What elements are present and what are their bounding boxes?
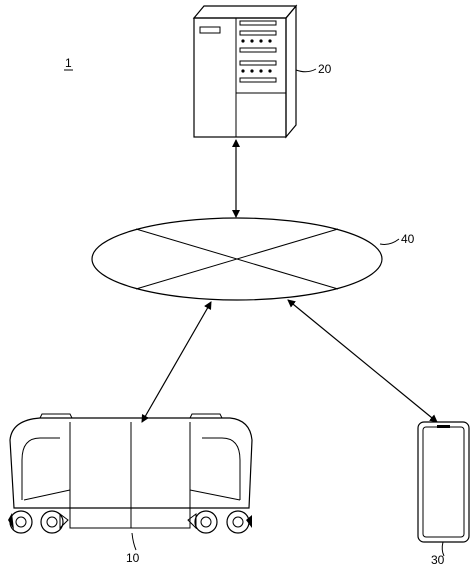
network-ellipse [91, 217, 383, 301]
network [91, 217, 383, 301]
server [192, 4, 298, 139]
terminal [417, 421, 470, 543]
network-cross-line-2 [135, 228, 339, 290]
server-front-face [193, 17, 287, 138]
network-terminal-arrow [287, 299, 438, 423]
server-side-face [285, 4, 297, 139]
vehicle-reference-label: 10 [126, 551, 140, 565]
network-reference-label: 40 [401, 232, 415, 246]
vehicle-door [69, 508, 191, 529]
network-vehicle-arrow [141, 301, 212, 423]
vehicle-lamps [8, 513, 252, 530]
terminal-body [417, 421, 470, 543]
vehicle-leader-line [131, 532, 137, 551]
vehicle [8, 413, 253, 534]
server-leader-line [295, 68, 317, 73]
vehicle-roof-bump-right [189, 413, 223, 419]
server-panel-rows [239, 20, 277, 83]
vehicle-window-right [202, 437, 241, 500]
network-leader-line [379, 238, 400, 245]
vehicle-wheels [9, 510, 250, 534]
vehicle-roof-bump-left [39, 413, 73, 419]
server-indicator-dots [241, 39, 272, 73]
server-reference-label: 20 [318, 62, 332, 76]
vehicle-window-left [21, 437, 60, 500]
terminal-leader-line [441, 541, 445, 557]
terminal-reference-label: 30 [431, 553, 445, 567]
server-drive-slot [199, 26, 221, 34]
server-top-face [192, 5, 298, 19]
vehicle-body [9, 417, 253, 509]
terminal-screen [422, 426, 465, 538]
vehicle-body-lines [23, 489, 241, 501]
system-reference: 1 [64, 56, 73, 71]
terminal-speaker [437, 425, 450, 428]
system-reference-label: 1 [65, 56, 72, 70]
